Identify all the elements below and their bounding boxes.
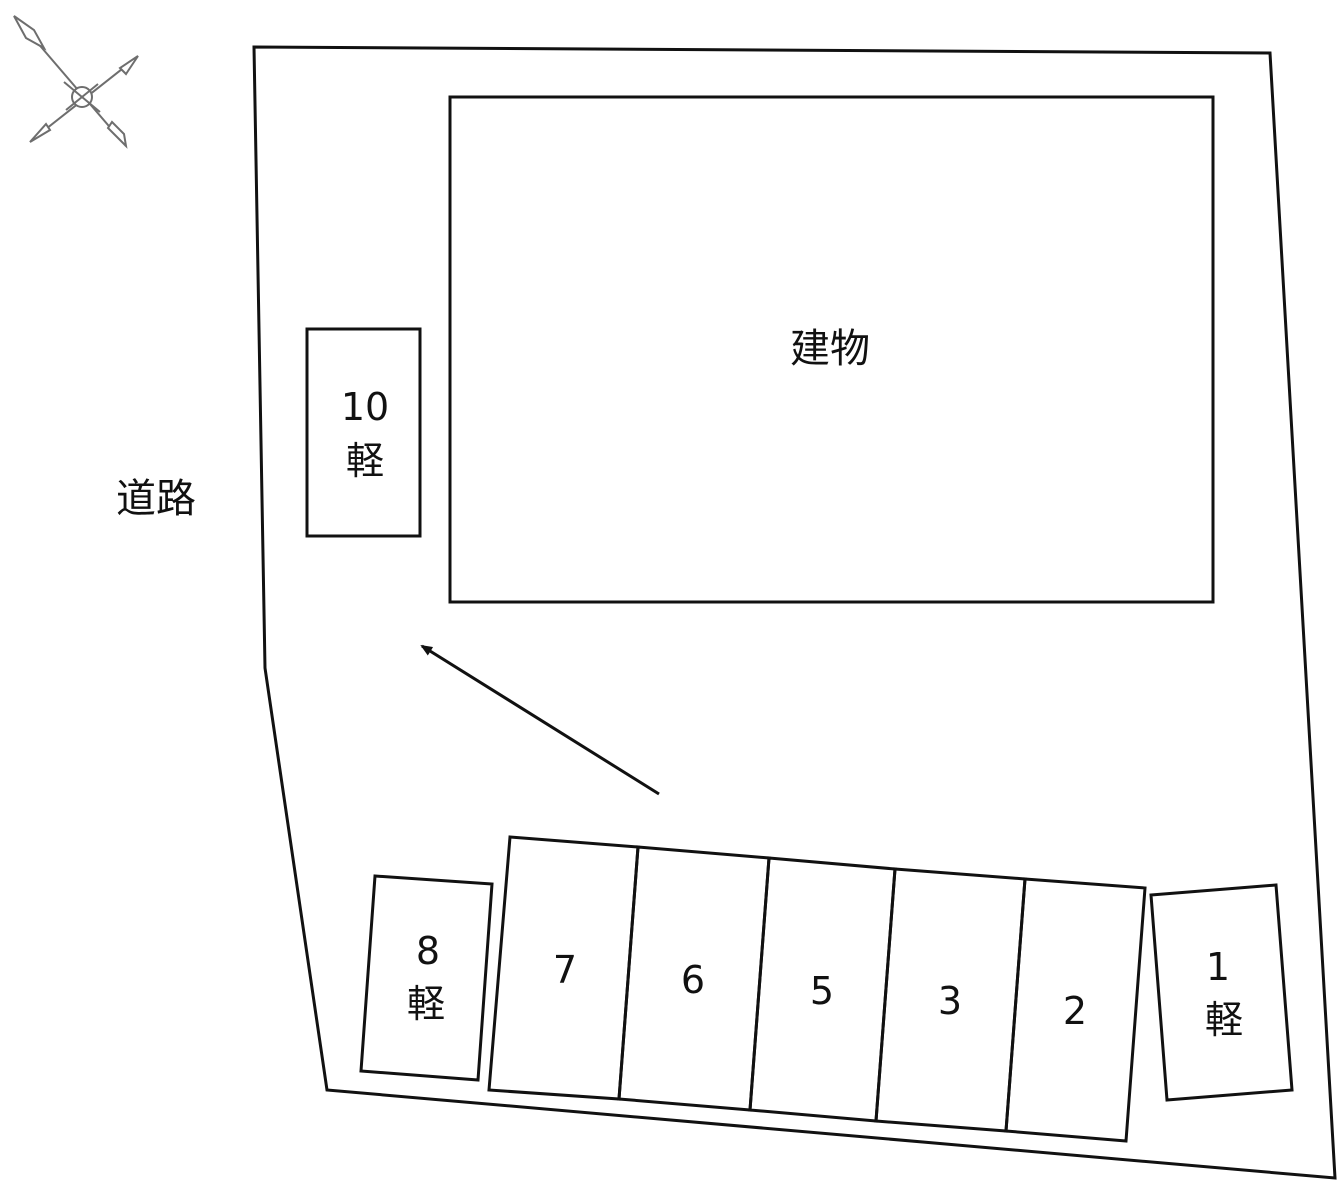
space-kei-label: 軽: [1205, 998, 1243, 1042]
parking-space-2: [1004, 877, 1147, 1143]
road-label: 道路: [116, 476, 196, 522]
space-number: 6: [681, 958, 705, 1002]
building: [448, 95, 1215, 604]
parking-space-1: [1149, 883, 1294, 1102]
arrow-icon: [420, 644, 660, 796]
space-number: 3: [938, 979, 962, 1023]
compass-rose-icon: [13, 15, 139, 149]
space-number: 1: [1206, 945, 1230, 989]
parking-space-8: [359, 874, 494, 1082]
parking-block: [487, 835, 1147, 1143]
space-number: 5: [810, 969, 834, 1013]
space-number: 2: [1063, 989, 1087, 1033]
space-number: 10: [341, 385, 389, 429]
parking-space-10: [305, 327, 422, 538]
space-number: 8: [416, 929, 440, 973]
building-label: 建物: [790, 326, 870, 372]
space-kei-label: 軽: [346, 439, 384, 483]
space-kei-label: 軽: [407, 982, 445, 1026]
site-boundary: [252, 45, 1337, 1180]
space-number: 7: [553, 948, 577, 992]
